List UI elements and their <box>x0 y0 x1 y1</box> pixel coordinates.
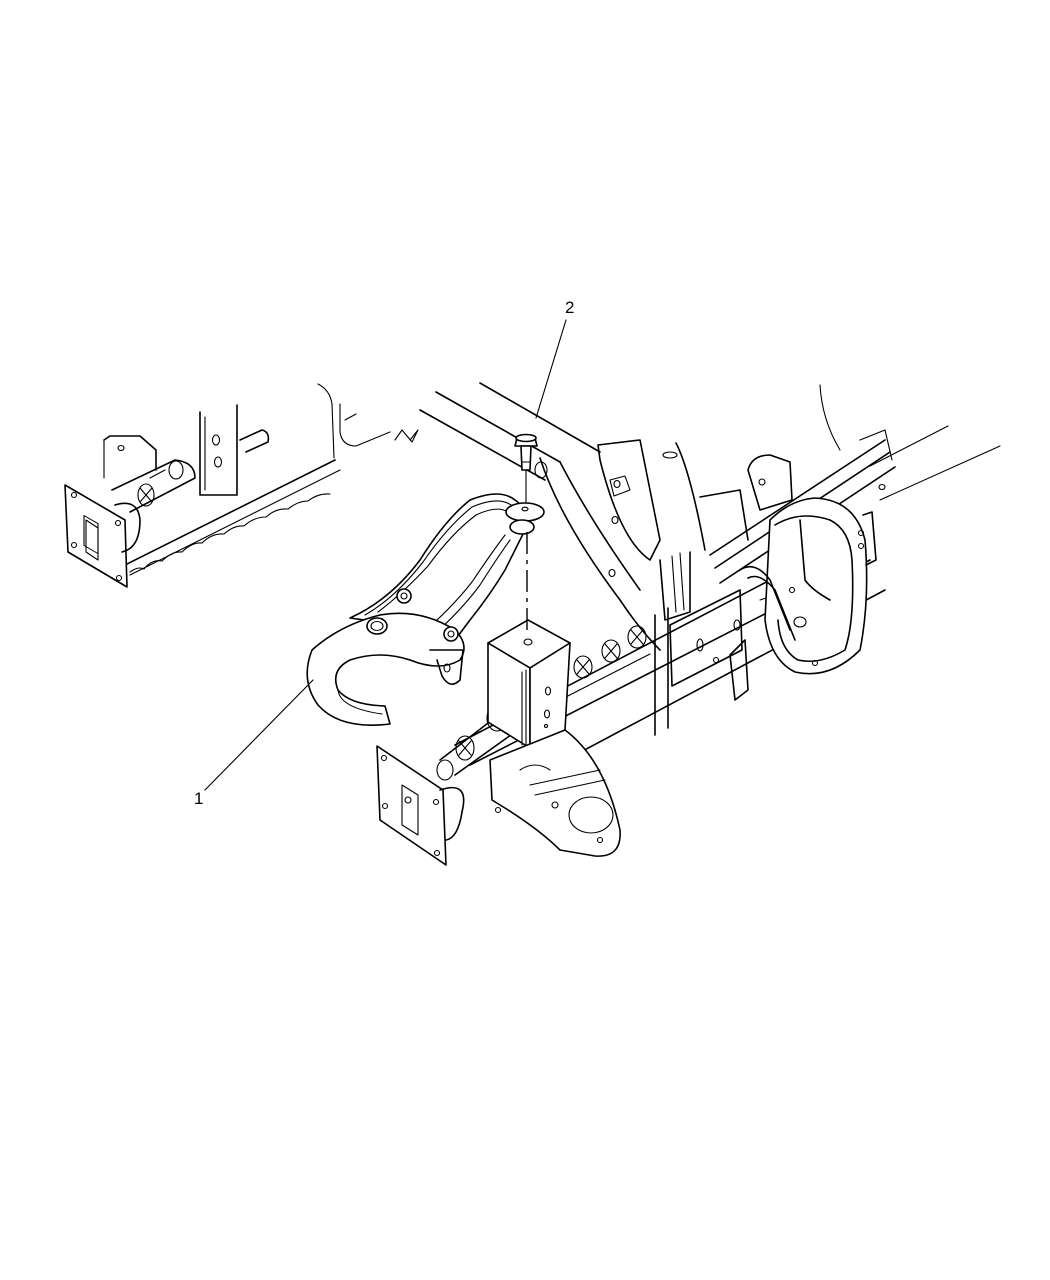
hook-nut-lower <box>443 626 459 642</box>
leader-line-2 <box>535 319 567 419</box>
callout-label-1: 1 <box>194 789 204 808</box>
leader-line-1 <box>204 679 314 791</box>
hook-nut-upper <box>396 588 412 604</box>
tow-hook <box>306 493 545 726</box>
spring-seat-bracket <box>739 497 877 675</box>
assembly-axis-line <box>525 469 528 636</box>
right-bumper-mount-plate <box>376 745 465 866</box>
tow-hook-bracket <box>487 619 621 857</box>
callout-leaders <box>204 319 567 791</box>
left-frame-rail <box>64 383 419 588</box>
callout-label-2: 2 <box>565 298 575 317</box>
mounting-bolt <box>514 433 538 471</box>
